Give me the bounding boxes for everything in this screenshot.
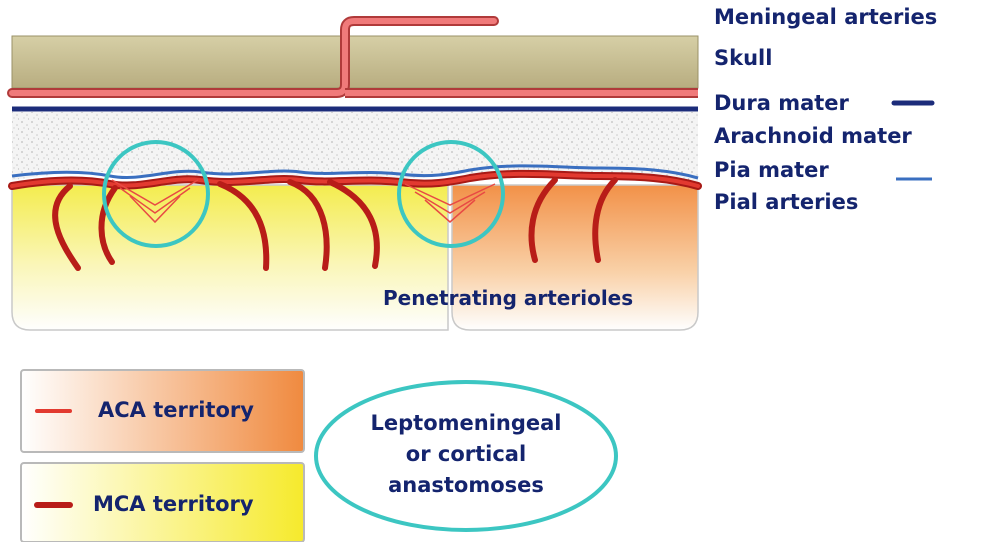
anastomoses-callout-text: Leptomeningeal or cortical anastomoses bbox=[346, 408, 586, 501]
meningeal-arteries-label: Meningeal arteries bbox=[714, 7, 937, 28]
callout-line-3: anastomoses bbox=[346, 470, 586, 501]
pia-mater-label: Pia mater bbox=[714, 160, 829, 181]
callout-line-2: or cortical bbox=[346, 439, 586, 470]
pial-arteries-label: Pial arteries bbox=[714, 192, 858, 213]
mca-territory-label: MCA territory bbox=[93, 492, 254, 516]
aca-territory-label: ACA territory bbox=[98, 398, 254, 422]
penetrating-arterioles-label: Penetrating arterioles bbox=[383, 288, 633, 308]
callout-line-1: Leptomeningeal bbox=[346, 408, 586, 439]
arachnoid-mater-label: Arachnoid mater bbox=[714, 126, 912, 147]
skull-label: Skull bbox=[714, 48, 772, 69]
skull-layer bbox=[12, 36, 698, 88]
dura-mater-label: Dura mater bbox=[714, 93, 849, 114]
